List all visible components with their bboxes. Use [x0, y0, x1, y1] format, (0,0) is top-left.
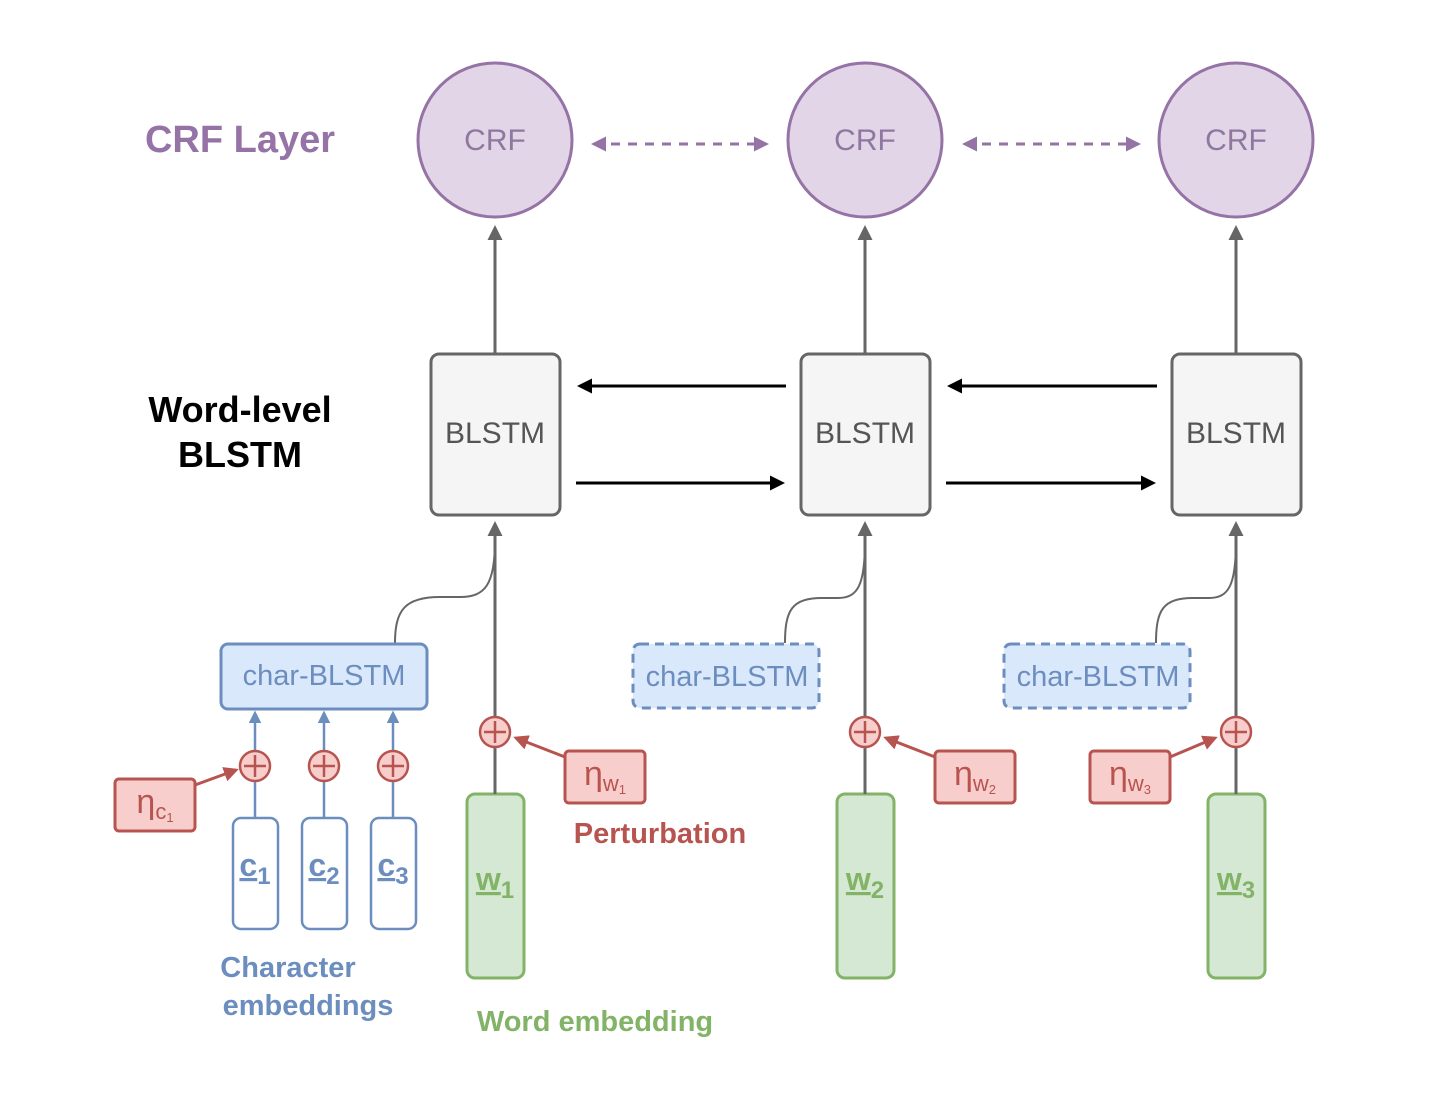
perturbation-w1-eta: ηw1: [563, 749, 647, 805]
svg-text:CRF: CRF: [834, 124, 896, 157]
svg-text:BLSTM: BLSTM: [815, 417, 915, 450]
perturbation-w3-arrow: [1169, 735, 1218, 759]
svg-text:ηw1: ηw1: [584, 755, 626, 797]
perturbation-label: Perturbation: [574, 818, 746, 850]
svg-text:w1: w1: [475, 861, 514, 904]
perturbation-w2-eta: ηw2: [933, 749, 1017, 805]
char-blstm-node-2: char-BLSTM: [631, 642, 821, 710]
svg-text:BLSTM: BLSTM: [1186, 417, 1286, 450]
perturbation-w2-arrow: [883, 735, 936, 759]
word-embedding-w2: w2: [835, 792, 896, 980]
char-to-blstm-curve-2: [784, 539, 866, 644]
svg-text:char-BLSTM: char-BLSTM: [646, 661, 809, 693]
crf-node-3: CRF: [1157, 61, 1315, 219]
char-plus-2: [307, 749, 341, 783]
svg-text:c3: c3: [377, 847, 408, 890]
char-to-blstm-curve-3: [1155, 539, 1237, 644]
char-blstm-node-3: char-BLSTM: [1002, 642, 1192, 710]
perturbation-w1-arrow: [513, 735, 566, 759]
word-plus-3: [1219, 715, 1253, 749]
char-embedding-c3: c3: [369, 816, 418, 931]
character-embeddings-label-line1: Character: [220, 952, 355, 984]
svg-text:w2: w2: [845, 861, 884, 904]
blstm-node-2: BLSTM: [799, 352, 932, 517]
char-plus-1: [238, 749, 272, 783]
svg-text:ηw3: ηw3: [1109, 755, 1151, 797]
word-embedding-label: Word embedding: [477, 1006, 713, 1038]
svg-text:CRF: CRF: [1205, 124, 1267, 157]
word-plus-1: [478, 715, 512, 749]
svg-text:ηc1: ηc1: [136, 783, 173, 825]
word-embedding-w3: w3: [1206, 792, 1267, 980]
crf-node-2: CRF: [786, 61, 944, 219]
perturbation-char-arrow: [194, 767, 239, 787]
char-embedding-c2: c2: [300, 816, 349, 931]
svg-text:c2: c2: [308, 847, 339, 890]
svg-text:BLSTM: BLSTM: [445, 417, 545, 450]
perturbation-w3-eta: ηw3: [1088, 749, 1172, 805]
crf-node-1: CRF: [416, 61, 574, 219]
blstm-node-3: BLSTM: [1170, 352, 1303, 517]
svg-text:ηw2: ηw2: [954, 755, 996, 797]
char-blstm-node-1: char-BLSTM: [219, 642, 429, 711]
svg-text:c1: c1: [239, 847, 270, 890]
word-plus-2: [848, 715, 882, 749]
svg-text:CRF: CRF: [464, 124, 526, 157]
crf-layer-label: CRF Layer: [145, 119, 335, 161]
word-level-label-line1: Word-level: [148, 389, 331, 430]
word-embedding-w1: w1: [465, 792, 526, 980]
character-embeddings-label-line2: embeddings: [223, 990, 394, 1022]
svg-text:char-BLSTM: char-BLSTM: [243, 660, 406, 692]
word-level-label-line2: BLSTM: [178, 434, 302, 475]
perturbation-char-eta: ηc1: [113, 777, 197, 833]
char-to-blstm-curve-1: [394, 539, 496, 644]
blstm-node-1: BLSTM: [429, 352, 562, 517]
svg-text:w3: w3: [1216, 861, 1255, 904]
char-embedding-c1: c1: [231, 816, 280, 931]
svg-text:char-BLSTM: char-BLSTM: [1017, 661, 1180, 693]
char-plus-3: [376, 749, 410, 783]
